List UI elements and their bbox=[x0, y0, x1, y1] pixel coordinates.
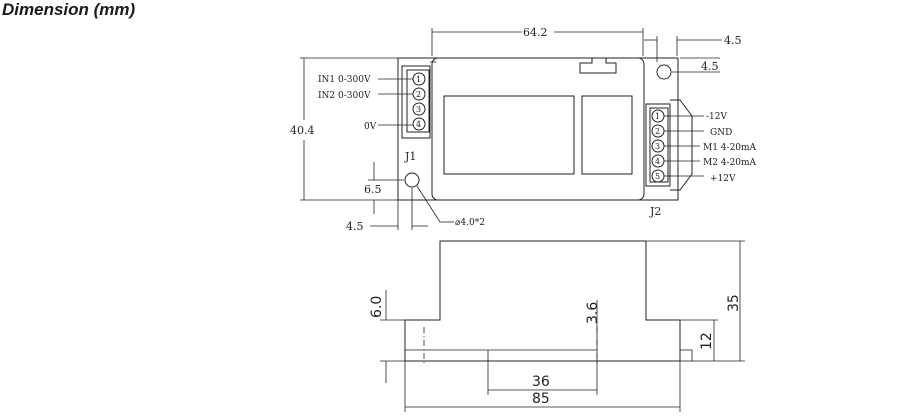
j2-bracket bbox=[670, 99, 693, 191]
j1-pin-4-label: 0V bbox=[364, 122, 377, 132]
j1-pin-2-number: 2 bbox=[416, 90, 421, 99]
dim-hole-y: 6.5 bbox=[364, 162, 404, 214]
j2-pin-2-number: 2 bbox=[655, 127, 660, 136]
j1-pin-1-label: IN1 0-300V bbox=[318, 75, 371, 85]
j2-pin-4-number: 4 bbox=[655, 157, 660, 166]
dim-height-text: 40.4 bbox=[290, 124, 315, 137]
j2-pin-4-label: M2 4-20mA bbox=[703, 158, 757, 168]
side-view: 6.0 3.6 35 12 36 bbox=[369, 240, 745, 412]
mounting-hole-bottom bbox=[404, 172, 420, 188]
display-window-large bbox=[443, 95, 575, 175]
dim-85-text: 85 bbox=[532, 391, 550, 407]
j2-pin-2-label: GND bbox=[710, 128, 732, 138]
hole-note-text: ⌀4.0*2 bbox=[455, 218, 485, 228]
connector-j2-label: J2 bbox=[649, 205, 661, 218]
top-view: 1 2 3 4 IN1 0-300V IN2 0-300V 0V J1 1 2 … bbox=[290, 26, 757, 233]
j2-pin-5-number: 5 bbox=[655, 172, 660, 181]
j1-pin-2-label: IN2 0-300V bbox=[318, 91, 371, 101]
j2-pin-1-number: 1 bbox=[655, 112, 660, 121]
dim-top-right-a-text: 4.5 bbox=[724, 34, 742, 47]
dim-6-0: 6.0 bbox=[369, 290, 405, 383]
main-body bbox=[431, 57, 645, 201]
dim-35-text: 35 bbox=[726, 294, 742, 312]
housing-outline bbox=[397, 57, 679, 201]
dim-top-right-a: 4.5 bbox=[644, 34, 742, 62]
top-tab bbox=[579, 57, 617, 74]
dim-6-0-text: 6.0 bbox=[369, 296, 385, 318]
dim-width-text: 64.2 bbox=[523, 26, 548, 39]
rail-slot bbox=[405, 349, 598, 361]
j1-pin-4-number: 4 bbox=[416, 120, 421, 129]
j2-pin-1-label: -12V bbox=[706, 112, 727, 122]
j2-housing bbox=[645, 103, 671, 187]
dim-height: 40.4 bbox=[290, 57, 398, 201]
dim-12: 12 bbox=[680, 319, 718, 361]
j2-terminal-block: 1 2 3 4 5 bbox=[645, 99, 704, 191]
j1-pin-3 bbox=[412, 102, 426, 116]
j2-pin-3-number: 3 bbox=[655, 142, 660, 151]
j2-pin-3-label: M1 4-20mA bbox=[703, 143, 757, 153]
dim-36-text: 36 bbox=[532, 374, 550, 390]
hole-note: ⌀4.0*2 bbox=[416, 185, 485, 228]
j1-pin-1-number: 1 bbox=[416, 75, 421, 84]
dim-top-right-b: 4.5 bbox=[672, 57, 720, 73]
dim-3-6: 3.6 bbox=[585, 300, 601, 350]
j1-terminal-block: 1 2 3 4 bbox=[378, 61, 436, 139]
dim-85: 85 bbox=[404, 361, 681, 412]
dim-hole-y-text: 6.5 bbox=[364, 183, 382, 196]
j1-inner bbox=[406, 69, 430, 133]
side-profile bbox=[404, 240, 681, 362]
dim-top-right-b-text: 4.5 bbox=[701, 60, 719, 73]
mounting-hole-top bbox=[656, 64, 672, 80]
display-window-small bbox=[581, 95, 633, 175]
dim-3-6-text: 3.6 bbox=[585, 302, 601, 324]
dim-12-text: 12 bbox=[699, 332, 715, 350]
dim-width: 64.2 bbox=[431, 26, 644, 56]
dim-36: 36 bbox=[487, 361, 598, 395]
j2-pin-5-label: +12V bbox=[710, 174, 736, 184]
dim-hole-x: 4.5 bbox=[346, 188, 428, 233]
page-title: Dimension (mm) bbox=[2, 0, 136, 19]
dim-hole-x-text: 4.5 bbox=[346, 220, 364, 233]
connector-j1-label: J1 bbox=[404, 150, 416, 163]
j1-pin-3-number: 3 bbox=[416, 105, 421, 114]
rail-clip bbox=[679, 349, 693, 362]
dim-35: 35 bbox=[646, 240, 745, 362]
j1-housing bbox=[401, 65, 431, 139]
j1-pin-4 bbox=[412, 117, 426, 131]
